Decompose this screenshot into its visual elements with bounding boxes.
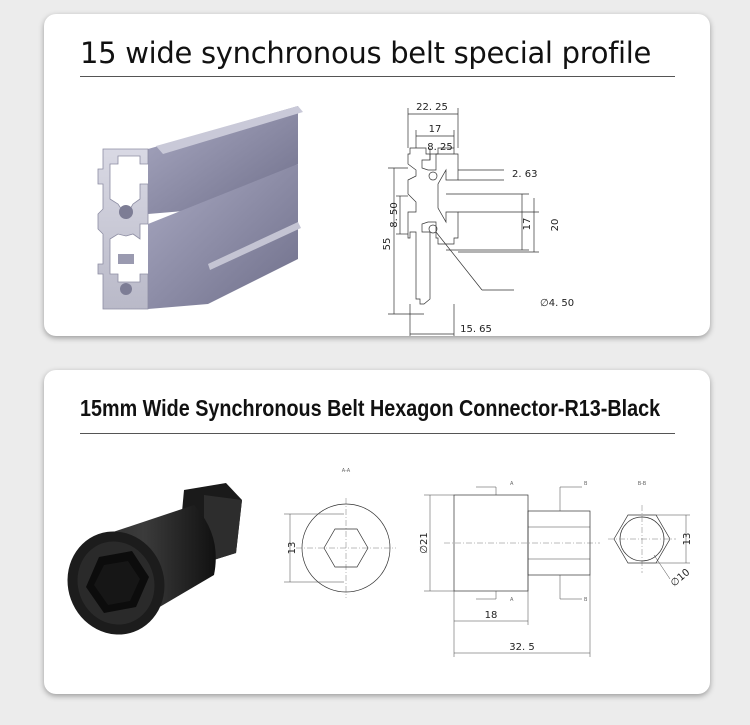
connector-side-view: A B A B ∅21 18 32. 5 [419, 481, 600, 657]
dim-diameter-10: ∅10 [669, 567, 692, 589]
profile-card: 15 wide synchronous belt special profile [44, 14, 710, 336]
dim-width-825: 8. 25 [427, 142, 452, 153]
title-divider [80, 76, 675, 77]
dim-height-20: 20 [550, 219, 561, 232]
section-a-bottom: A [510, 597, 514, 603]
dim-length-32-5: 32. 5 [509, 642, 534, 653]
profile-title: 15 wide synchronous belt special profile [80, 36, 652, 70]
profile-3d-render [97, 106, 303, 310]
dim-length-18: 18 [485, 610, 498, 621]
dim-13-right: 13 [682, 533, 693, 546]
dim-width-bottom: 15. 65 [460, 324, 492, 335]
dim-width-total: 22. 25 [416, 102, 448, 113]
connector-title: 15mm Wide Synchronous Belt Hexagon Conne… [80, 395, 661, 421]
connector-card: 15mm Wide Synchronous Belt Hexagon Conne… [44, 370, 710, 694]
dim-width-17: 17 [429, 124, 442, 135]
dim-height-55: 55 [382, 238, 393, 251]
dim-13-left: 13 [287, 542, 298, 555]
section-a-a-drawing: A-A 13 [284, 468, 396, 598]
section-a-top: A [510, 481, 514, 487]
dim-diameter-21: ∅21 [419, 532, 430, 553]
connector-3d-render [67, 483, 242, 635]
title-divider [80, 433, 675, 434]
dim-height-850: 8. 50 [389, 202, 400, 227]
dim-2-63: 2. 63 [512, 169, 537, 180]
section-b-top: B [584, 481, 588, 487]
section-bb-label: B-B [638, 481, 647, 487]
dim-diameter: ∅4. 50 [540, 298, 574, 309]
section-b-bottom: B [584, 597, 588, 603]
section-aa-label: A-A [342, 468, 351, 474]
dim-height-17: 17 [522, 218, 533, 231]
profile-dimension-drawing: 22. 25 17 8. 25 2. 63 55 8. 50 17 20 ∅4.… [382, 102, 574, 336]
section-b-b-drawing: B-B 13 ∅10 [608, 481, 693, 589]
